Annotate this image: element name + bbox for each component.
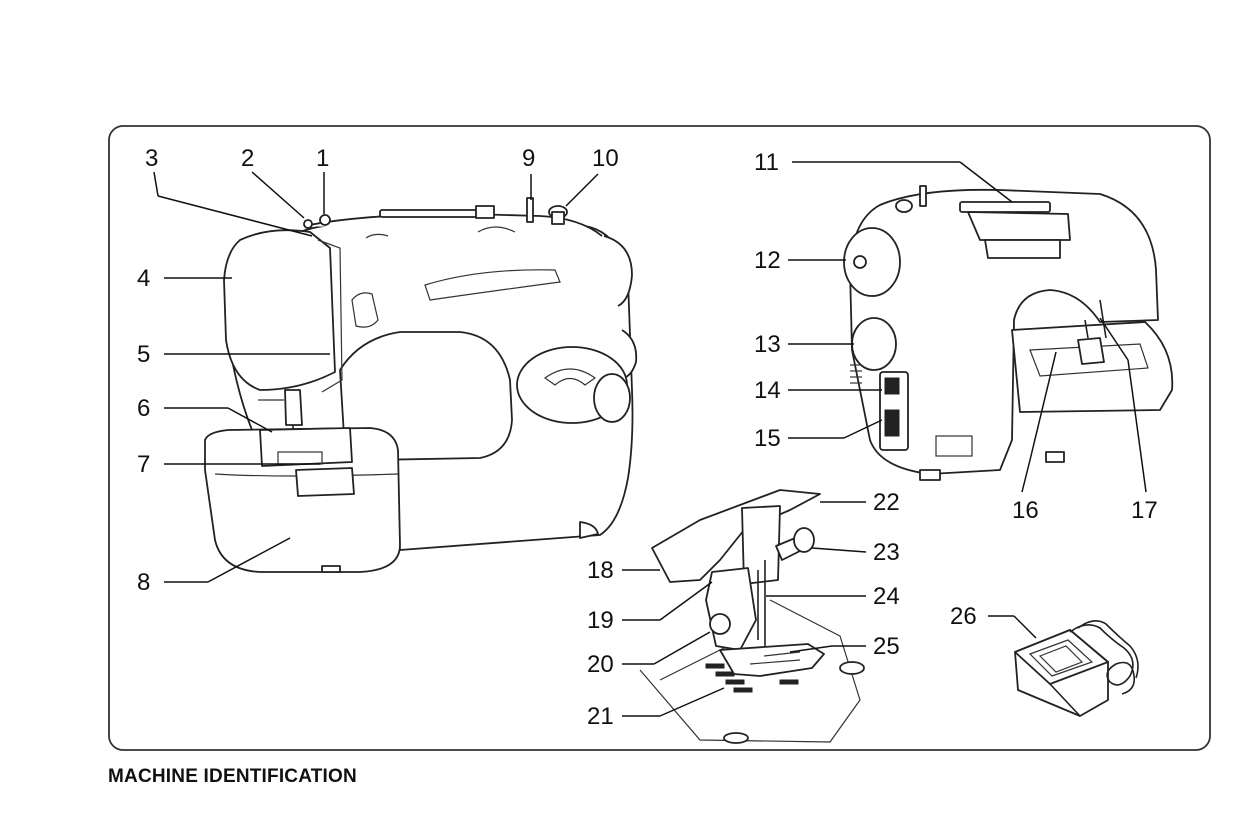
callout-7: 7 bbox=[137, 451, 151, 478]
diagram-frame bbox=[108, 125, 1211, 751]
callout-18: 18 bbox=[587, 557, 614, 584]
callout-5: 5 bbox=[137, 341, 151, 368]
callout-21: 21 bbox=[587, 703, 614, 730]
callout-8: 8 bbox=[137, 569, 151, 596]
callout-24: 24 bbox=[873, 583, 900, 610]
callout-11: 11 bbox=[754, 149, 779, 176]
presser-foot-closeup-illustration bbox=[639, 489, 865, 744]
callout-26: 26 bbox=[950, 603, 977, 630]
callout-2: 2 bbox=[241, 145, 255, 172]
callout-16: 16 bbox=[1012, 497, 1039, 524]
callout-13: 13 bbox=[754, 331, 781, 358]
callout-12: 12 bbox=[754, 247, 781, 274]
callout-3: 3 bbox=[145, 145, 159, 172]
section-caption: MACHINE IDENTIFICATION bbox=[108, 766, 357, 787]
leader-lines bbox=[153, 161, 1147, 717]
callout-14: 14 bbox=[754, 377, 781, 404]
foot-controller-illustration bbox=[1014, 620, 1139, 717]
callout-22: 22 bbox=[873, 489, 900, 516]
callout-15: 15 bbox=[754, 425, 781, 452]
callout-6: 6 bbox=[137, 395, 151, 422]
callout-19: 19 bbox=[587, 607, 614, 634]
rear-machine-illustration bbox=[843, 185, 1174, 481]
callout-9: 9 bbox=[522, 145, 536, 172]
callout-10: 10 bbox=[592, 145, 619, 172]
front-machine-illustration bbox=[204, 197, 638, 573]
callout-25: 25 bbox=[873, 633, 900, 660]
callout-20: 20 bbox=[587, 651, 614, 678]
callout-17: 17 bbox=[1131, 497, 1158, 524]
callout-4: 4 bbox=[137, 265, 151, 292]
callout-1: 1 bbox=[316, 145, 330, 172]
callout-23: 23 bbox=[873, 539, 900, 566]
